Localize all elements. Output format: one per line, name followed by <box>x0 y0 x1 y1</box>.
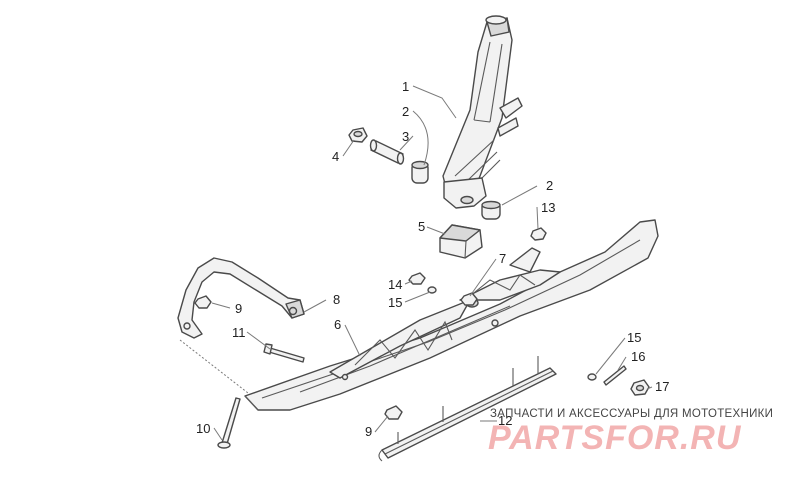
part-nut-9-lower <box>384 405 403 420</box>
part-wear-bar <box>378 356 557 462</box>
callout-8: 8 <box>333 292 340 307</box>
callout-labels: 1 2 3 4 2 13 5 7 14 15 8 9 11 6 15 16 17… <box>196 79 669 439</box>
part-bushing-lower <box>481 200 501 220</box>
part-spindle <box>442 15 523 209</box>
callout-2-lower: 2 <box>546 178 553 193</box>
part-bolt-11 <box>263 343 305 363</box>
callout-12: 12 <box>498 413 512 428</box>
callout-16: 16 <box>631 349 645 364</box>
part-nut-14 <box>408 272 426 285</box>
callout-14: 14 <box>388 277 402 292</box>
part-pin-16 <box>603 365 627 386</box>
part-bolt-10 <box>217 397 241 449</box>
part-sleeve <box>369 139 405 165</box>
part-bushing-upper <box>411 160 429 184</box>
callout-5: 5 <box>418 219 425 234</box>
callout-4: 4 <box>332 149 339 164</box>
callout-11: 11 <box>232 325 246 340</box>
callout-17: 17 <box>655 379 669 394</box>
part-damper-block <box>439 224 483 259</box>
callout-9-lower: 9 <box>365 424 372 439</box>
callout-13: 13 <box>541 200 555 215</box>
part-nut-13 <box>530 227 547 241</box>
part-washer-15-right <box>587 373 597 381</box>
leader-lines <box>179 85 653 441</box>
part-bolt-17 <box>630 379 650 396</box>
callout-15-left: 15 <box>388 295 402 310</box>
callout-6: 6 <box>334 317 341 332</box>
callout-2-upper: 2 <box>402 104 409 119</box>
part-nut-9-upper <box>194 295 212 309</box>
callout-7: 7 <box>499 251 506 266</box>
part-ski <box>244 219 659 411</box>
callout-1: 1 <box>402 79 409 94</box>
watermark: ЗАПЧАСТИ И АКСЕССУАРЫ ДЛЯ МОТОТЕХНИКИ PA… <box>488 408 773 457</box>
callout-3: 3 <box>402 129 409 144</box>
callout-15-right: 15 <box>627 330 641 345</box>
part-nut-small <box>348 127 368 143</box>
callout-10: 10 <box>196 421 210 436</box>
watermark-tagline: ЗАПЧАСТИ И АКСЕССУАРЫ ДЛЯ МОТОТЕХНИКИ <box>490 408 773 420</box>
callout-9-upper: 9 <box>235 301 242 316</box>
watermark-brand: PARTSFOR.RU <box>488 419 742 457</box>
part-washer-15-left <box>427 286 437 294</box>
part-ski-loop <box>177 257 305 339</box>
